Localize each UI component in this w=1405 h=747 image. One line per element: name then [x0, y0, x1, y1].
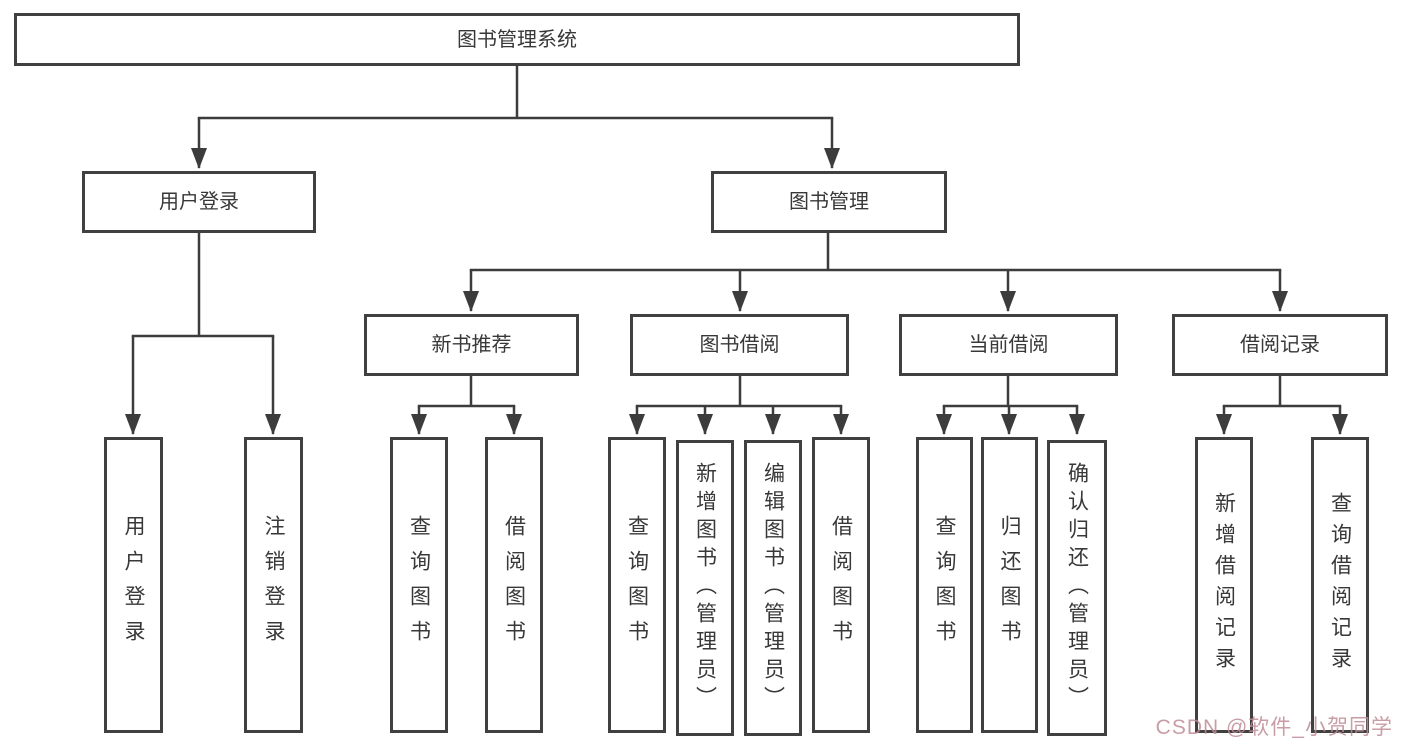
connector-arrows — [125, 118, 1348, 435]
node-label: 查询图书 — [407, 515, 431, 655]
leaf-edit-books-admin: 编辑图书（管理员） — [744, 440, 802, 736]
node-current-borrowing: 当前借阅 — [899, 314, 1118, 376]
leaf-recommend-borrow-books: 借阅图书 — [485, 437, 543, 733]
csdn-watermark: CSDN @软件_小贺同学 — [1155, 716, 1393, 739]
node-label: 当前借阅 — [968, 334, 1049, 356]
node-label: 图书管理系统 — [457, 28, 577, 51]
node-book-management: 图书管理 — [711, 171, 947, 233]
node-new-book-recommend: 新书推荐 — [364, 314, 579, 376]
leaf-borrow-books: 借阅图书 — [812, 437, 870, 733]
node-label: 图书管理 — [789, 191, 869, 213]
node-label: 查询图书 — [933, 515, 956, 655]
node-label: 用户登录 — [122, 515, 145, 655]
leaf-recommend-query-books: 查询图书 — [390, 437, 448, 733]
node-label: 新增图书（管理员） — [693, 462, 717, 714]
leaf-borrow-query-books: 查询图书 — [608, 437, 666, 733]
node-label: 确认归还（管理员） — [1065, 462, 1089, 714]
node-label: 借阅记录 — [1240, 334, 1320, 356]
node-label: 归还图书 — [998, 515, 1021, 655]
node-label: 注销登录 — [262, 515, 285, 655]
node-label: 图书借阅 — [699, 334, 780, 356]
node-book-borrowing: 图书借阅 — [630, 314, 849, 376]
leaf-current-query-books: 查询图书 — [916, 437, 973, 733]
leaf-add-books-admin: 新增图书（管理员） — [676, 440, 734, 736]
leaf-logout: 注销登录 — [244, 437, 303, 733]
leaf-confirm-return-admin: 确认归还（管理员） — [1047, 440, 1107, 736]
node-label: 新书推荐 — [431, 334, 512, 356]
node-label: 借阅图书 — [829, 515, 853, 655]
leaf-add-borrow-record: 新增借阅记录 — [1195, 437, 1253, 733]
connector-trunks — [131, 63, 1342, 408]
node-label: 新增借阅记录 — [1212, 492, 1236, 678]
node-root-library-system: 图书管理系统 — [14, 13, 1020, 66]
node-label: 编辑图书（管理员） — [761, 462, 785, 714]
node-label: 查询借阅记录 — [1328, 492, 1352, 678]
node-label: 借阅图书 — [502, 515, 526, 655]
node-borrowing-records: 借阅记录 — [1172, 314, 1388, 376]
node-label: 用户登录 — [159, 191, 239, 213]
leaf-query-borrow-record: 查询借阅记录 — [1311, 437, 1369, 733]
node-user-login: 用户登录 — [82, 171, 316, 233]
node-label: 查询图书 — [625, 515, 649, 655]
leaf-return-books: 归还图书 — [981, 437, 1038, 733]
leaf-user-login: 用户登录 — [104, 437, 163, 733]
